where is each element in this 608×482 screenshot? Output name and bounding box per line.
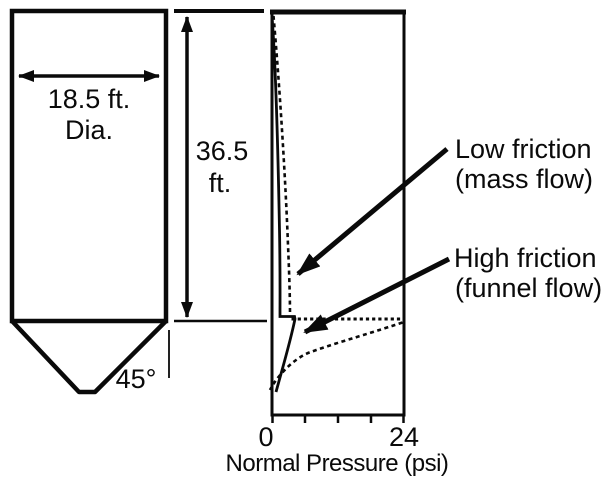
pressure-plot: 0 24 Normal Pressure (psi)	[226, 9, 449, 477]
mass-flow-annotation-arrow	[296, 147, 449, 276]
diameter-label-unit: Dia.	[65, 115, 113, 145]
curve-mass-flow	[270, 15, 297, 393]
height-label-unit: ft.	[209, 168, 232, 198]
funnel-flow-annotation-arrow	[303, 256, 451, 335]
x-axis-ticks	[271, 416, 405, 423]
x-tick-label-max: 24	[389, 422, 419, 452]
funnel-flow-annotation-line1: High friction	[454, 243, 597, 273]
silo-schematic: 18.5 ft. Dia. 36.5 ft. 45°	[9, 8, 267, 395]
funnel-flow-annotation-line2: (funnel flow)	[455, 273, 602, 303]
mass-flow-annotation-line2: (mass flow)	[455, 164, 593, 194]
curve-funnel-flow-lower	[268, 321, 403, 391]
x-axis-title: Normal Pressure (psi)	[226, 450, 449, 477]
annotations: Low friction (mass flow) High friction (…	[296, 134, 602, 335]
cone-angle-label: 45°	[116, 364, 157, 394]
mass-flow-annotation-line1: Low friction	[455, 134, 592, 164]
x-tick-label-min: 0	[258, 422, 273, 452]
curve-funnel-flow-upper	[272, 15, 292, 316]
silo-hopper-cone	[10, 319, 168, 395]
height-label-value: 36.5	[196, 136, 249, 166]
diameter-label-value: 18.5 ft.	[48, 84, 131, 114]
plot-frame	[270, 10, 406, 417]
silo-body-outline	[9, 8, 169, 324]
